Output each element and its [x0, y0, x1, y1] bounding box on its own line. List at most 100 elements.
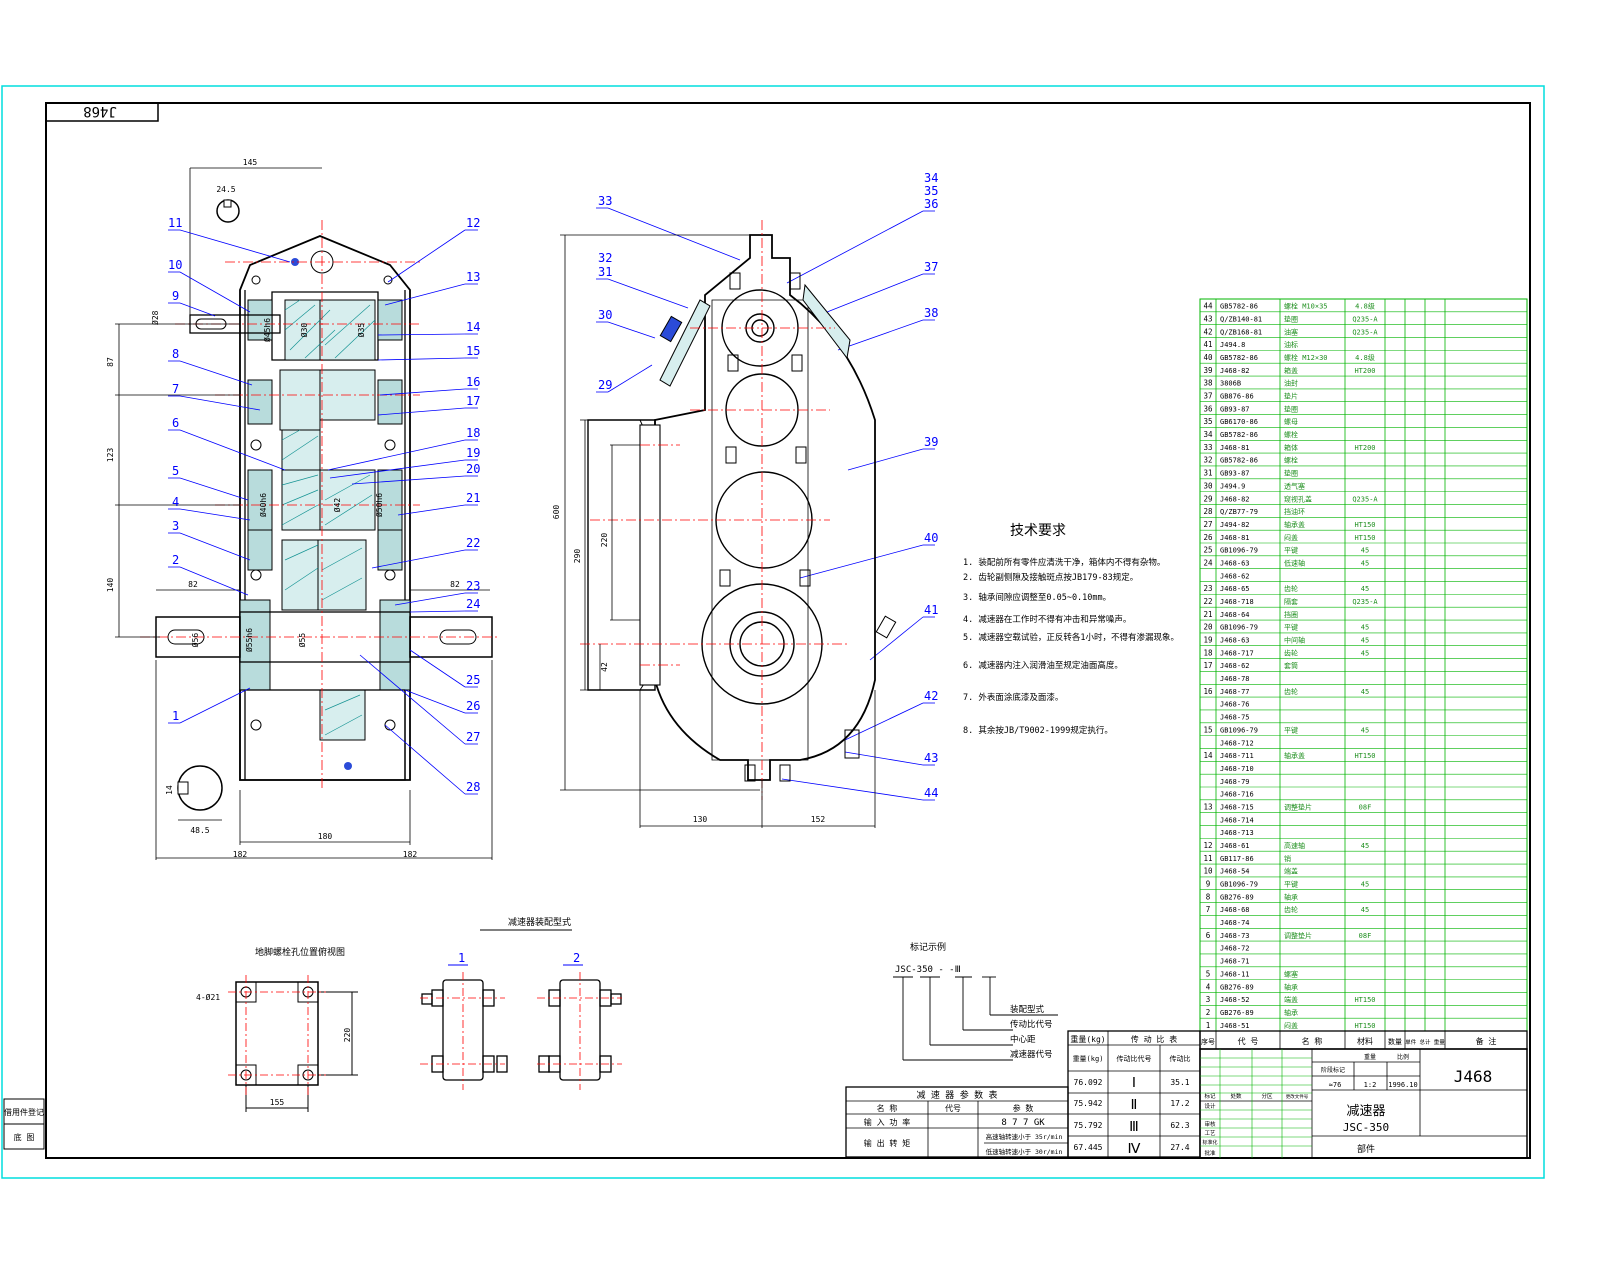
- balloon-21: 21: [466, 491, 480, 505]
- bom-cell: GB5782-86: [1220, 431, 1258, 439]
- balloon-8: 8: [172, 347, 179, 361]
- bom-cell: J468-82: [1220, 495, 1250, 503]
- tb-mark: 标记: [1204, 1092, 1216, 1100]
- bom-cell: 45: [1361, 624, 1369, 632]
- bom-cell: 油塞: [1284, 327, 1298, 336]
- bom-cell: Q235-A: [1352, 598, 1378, 606]
- tb-zone: 分区: [1261, 1092, 1273, 1100]
- dim-fit-30: Ø30: [299, 323, 309, 338]
- bom-cell: J468-63: [1220, 559, 1250, 567]
- side-housing-outline: [654, 234, 876, 781]
- tb-model: JSC-350: [1343, 1121, 1389, 1134]
- bom-cell: J468-11: [1220, 970, 1250, 978]
- bom-cell: 45: [1361, 688, 1369, 696]
- balloon-24: 24: [466, 597, 480, 611]
- bom-cell: 平键: [1284, 725, 1298, 734]
- dim-fit-50: Ø50h6: [374, 493, 384, 517]
- bom-cell: J468-63: [1220, 637, 1250, 645]
- ratio-r4-r: 27.4: [1170, 1143, 1189, 1152]
- bom-cell: J468-72: [1220, 945, 1250, 953]
- bom-cell: J494.9: [1220, 482, 1245, 490]
- bom-cell: 17: [1203, 661, 1212, 670]
- balloon-30: 30: [598, 308, 612, 322]
- bom-cell: HT150: [1354, 534, 1375, 542]
- bom-cell: 29: [1203, 494, 1212, 503]
- tb-stage-label: 阶段标记: [1321, 1066, 1345, 1074]
- bom-cell: J468-65: [1220, 585, 1250, 593]
- bom-cell: 27: [1203, 520, 1212, 529]
- bom-cell: 9: [1206, 880, 1211, 889]
- bom-cell: 端盖: [1284, 867, 1298, 876]
- tb-scale: 1:2: [1364, 1081, 1377, 1089]
- side-view: 600 290 220 42 130 152: [552, 220, 897, 828]
- bom-cell: J468-78: [1220, 675, 1250, 683]
- balloon-42: 42: [924, 689, 938, 703]
- bom-cell: 31: [1203, 469, 1212, 478]
- bom-cell: 中间轴: [1284, 636, 1305, 645]
- bom-cell: 齿轮: [1284, 584, 1298, 593]
- balloon-43: 43: [924, 751, 938, 765]
- bom-cell: 22: [1203, 597, 1212, 606]
- bom-cell: HT200: [1354, 367, 1375, 375]
- balloon-19: 19: [466, 446, 480, 460]
- bom-cell: 38: [1203, 379, 1213, 388]
- bom-cell: GB5782-86: [1220, 457, 1258, 465]
- dim-145: 145: [243, 158, 258, 167]
- bom-cell: 轴承盖: [1284, 520, 1305, 529]
- bom-cell: 垫片: [1284, 392, 1298, 401]
- bom-cell: GB1096-79: [1220, 624, 1258, 632]
- dim-220-anchor: 220: [343, 1028, 352, 1043]
- bom-h-name: 名 称: [1302, 1036, 1323, 1046]
- tech-req-8: 8. 其余按JB/T9002-1999规定执行。: [963, 725, 1113, 736]
- bom-cell: 26: [1203, 533, 1213, 542]
- ratio-r3-w: 75.792: [1074, 1121, 1103, 1130]
- perf-table: 减 速 器 参 数 表 名 称 代号 参 数 输 入 功 率 8 7 7 GK …: [845, 1086, 1069, 1158]
- bom-cell: J468-76: [1220, 701, 1250, 709]
- bom-cell: 齿轮: [1284, 905, 1298, 914]
- bom-cell: J468-712: [1220, 739, 1254, 747]
- bom-cell: 调整垫片: [1284, 931, 1312, 940]
- dim-180: 180: [318, 832, 333, 841]
- bom-cell: Q235-A: [1352, 328, 1378, 336]
- bom-cell: 低速轴: [1284, 558, 1305, 567]
- balloon-36: 36: [924, 197, 938, 211]
- bom-cell: 12: [1203, 841, 1212, 850]
- designation-code: JSC-350 - -Ⅲ: [895, 965, 961, 975]
- balloon-41: 41: [924, 603, 938, 617]
- perf-h-code: 代号: [945, 1103, 961, 1113]
- balloon-16: 16: [466, 375, 480, 389]
- balloon-23: 23: [466, 579, 480, 593]
- tb-weight-label: 重量: [1364, 1053, 1376, 1061]
- bom-cell: GB117-86: [1220, 855, 1254, 863]
- bom-cell: J468-74: [1220, 919, 1250, 927]
- bom-cell: 垫圈: [1284, 469, 1298, 478]
- bom-h-weight: 单件 总计 重量: [1405, 1038, 1445, 1046]
- dim-phi28: Ø28: [150, 310, 160, 325]
- bom-cell: 3: [1206, 995, 1211, 1004]
- bom-cell: 14: [1203, 751, 1213, 760]
- bom-cell: 垫圈: [1284, 314, 1298, 323]
- bom-cell: 螺栓 M12×30: [1284, 353, 1328, 362]
- bom-h-code: 代 号: [1238, 1036, 1259, 1046]
- tech-req-2: 2. 齿轮副侧隙及接触斑点按JB179-83规定。: [963, 572, 1138, 583]
- ratio-r3-c: Ⅲ: [1129, 1119, 1139, 1135]
- bom-cell: J468-717: [1220, 649, 1254, 657]
- balloon-2: 2: [172, 553, 179, 567]
- balloon-25: 25: [466, 673, 480, 687]
- tb-date: 1996.10: [1388, 1081, 1418, 1089]
- form-1-label: 1: [458, 951, 465, 965]
- dim-fit-56: Ø56: [190, 633, 200, 648]
- bom-cell: 箱盖: [1284, 366, 1298, 375]
- assembly-forms-title: 减速器装配型式: [508, 916, 571, 928]
- bom-cell: 隔套: [1284, 597, 1298, 606]
- bom-cell: HT150: [1354, 521, 1375, 529]
- designation-label-3: 中心距: [1010, 1034, 1036, 1045]
- bom-cell: J468-79: [1220, 778, 1250, 786]
- bom-cell: 13: [1203, 802, 1212, 811]
- bom-cell: 平键: [1284, 623, 1298, 632]
- title-block: 标记 处数 分区 更改文件号 设计 审核 工艺 标准化 批准 阶段标记 重量 比…: [1199, 1048, 1528, 1159]
- balloon-31: 31: [598, 265, 612, 279]
- bom-cell: 37: [1203, 392, 1212, 401]
- bom-cell: J468-52: [1220, 996, 1250, 1004]
- bom-cell: Q/ZB168-81: [1220, 328, 1262, 336]
